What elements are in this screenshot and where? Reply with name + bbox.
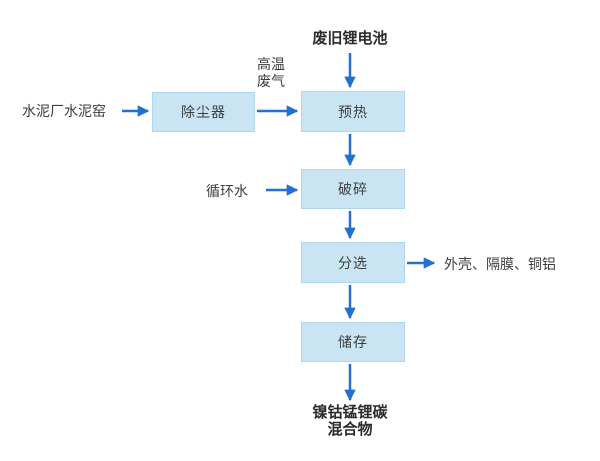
box-dust-remover: 除尘器 bbox=[152, 92, 255, 132]
label-circulating-water: 循环水 bbox=[206, 183, 248, 199]
label-hot-exhaust-gas: 高温 废气 bbox=[257, 56, 285, 89]
label-cement-kiln: 水泥厂水泥窑 bbox=[22, 103, 106, 119]
box-sort: 分选 bbox=[301, 242, 405, 283]
box-preheat: 预热 bbox=[301, 91, 405, 132]
label-sorted-output: 外壳、隔膜、铜铝 bbox=[444, 256, 556, 272]
box-crush: 破碎 bbox=[301, 169, 405, 209]
box-store: 储存 bbox=[301, 322, 405, 362]
label-final-product: 镍钴锰锂碳 混合物 bbox=[312, 404, 388, 438]
label-waste-battery: 废旧锂电池 bbox=[312, 30, 388, 47]
